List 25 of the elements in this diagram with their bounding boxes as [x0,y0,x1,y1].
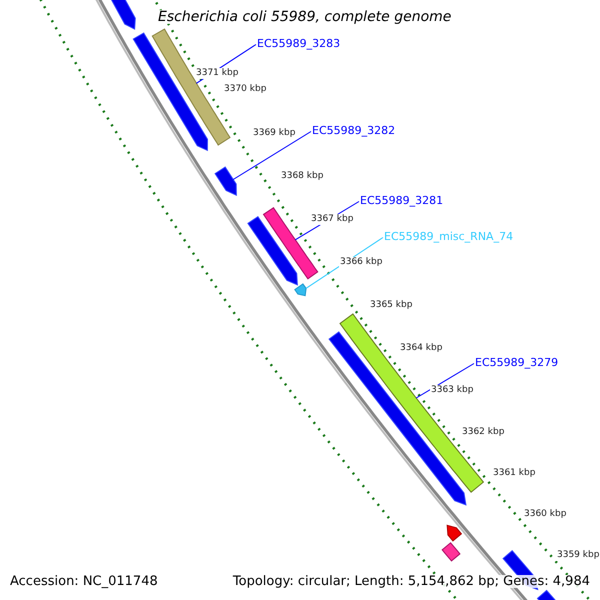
position-label: 3368 kbp [280,171,324,182]
accession-text: Accession: NC_011748 [10,575,158,588]
gene-label: EC55989_3282 [312,125,396,136]
position-label: 3361 kbp [492,468,536,479]
position-label: 3369 kbp [252,128,296,139]
position-label: 3363 kbp [430,385,474,396]
position-label: 3366 kbp [339,257,384,268]
title: Escherichia coli 55989, complete genome [158,10,452,24]
position-label: 3367 kbp [310,214,354,225]
gene-feature [214,166,237,196]
genome-summary-text: Topology: circular; Length: 5,154,862 bp; Genes: 4,984 [232,575,590,588]
position-label: 3370 kbp [223,84,268,95]
leader-line [232,131,312,180]
position-label: 3364 kbp [399,343,444,354]
position-label: 3359 kbp [556,550,600,561]
gene-label: EC55989_3281 [360,195,444,206]
gene-feature [294,283,307,296]
position-label: 3371 kbp [195,68,240,79]
position-label: 3360 kbp [523,509,568,520]
gene-label: EC55989_3279 [475,357,558,368]
gene-label: EC55989_3283 [257,38,340,49]
position-label: 3365 kbp [369,300,414,311]
gene-label: EC55989_misc_RNA_74 [384,231,514,242]
leader-line [416,363,474,398]
position-label: 3362 kbp [461,427,506,438]
